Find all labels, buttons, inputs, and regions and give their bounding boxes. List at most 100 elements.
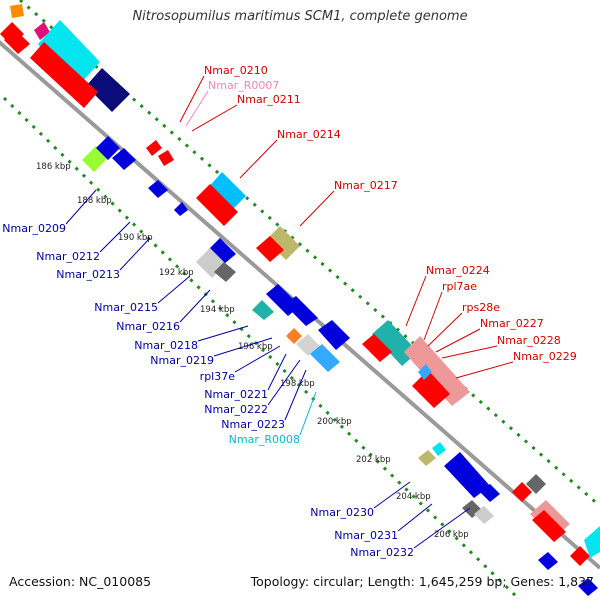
gene-leader-line xyxy=(441,345,498,359)
gene-arrow-teal xyxy=(252,300,274,320)
gene-arrow-magenta xyxy=(34,22,50,40)
gene-arrow-blue-11 xyxy=(578,578,598,596)
gene-leader-line xyxy=(179,75,205,123)
gene-arrow-darkgrey xyxy=(214,262,236,282)
gene-leader-line xyxy=(191,104,238,132)
gene-arrow-red-tiny xyxy=(146,140,162,156)
gene-arrow-blue-tiny xyxy=(174,202,188,216)
gene-label: Nmar_0230 xyxy=(310,506,374,519)
gene-label: Nmar_0219 xyxy=(150,354,214,367)
gene-arrow-navy xyxy=(86,68,130,112)
kbp-label: 190 kbp xyxy=(118,233,153,243)
kbp-label: 186 kbp xyxy=(36,162,71,172)
gene-leader-line xyxy=(299,391,317,436)
gene-arrow-blue-8 xyxy=(444,452,490,498)
gene-arrow-orange xyxy=(10,4,24,18)
kbp-label: 196 kbp xyxy=(238,342,273,352)
gene-arrow-blue-4 xyxy=(208,238,236,264)
gene-label: Nmar_0228 xyxy=(497,334,561,347)
gene-leader-line xyxy=(455,361,514,379)
gene-label: Nmar_0216 xyxy=(116,320,180,333)
kbp-label: 188 kbp xyxy=(77,196,112,206)
gene-leader-line xyxy=(239,139,278,179)
gene-leader-line xyxy=(413,507,471,549)
gene-arrow-red-6 xyxy=(512,482,532,502)
gene-arrow-red-5 xyxy=(412,370,450,408)
gene-arrow-cyan-small xyxy=(432,442,446,456)
genome-backbone-highlight xyxy=(0,38,600,565)
gene-label: Nmar_0218 xyxy=(134,339,198,352)
gene-arrow-pink xyxy=(404,336,470,406)
gene-leader-line xyxy=(373,481,411,509)
gene-leader-line xyxy=(397,503,433,532)
kbp-label: 192 kbp xyxy=(159,268,194,278)
gene-label: rps28e xyxy=(462,301,500,314)
gene-label: Nmar_0224 xyxy=(426,264,490,277)
gene-label: Nmar_0223 xyxy=(221,418,285,431)
gene-label: Nmar_0231 xyxy=(334,529,398,542)
gene-arrow-grey-2 xyxy=(474,506,494,524)
gene-leader-line xyxy=(213,337,273,357)
gene-arrow-red-tiny-2 xyxy=(158,150,174,166)
gene-label: Nmar_R0007 xyxy=(208,79,279,92)
gene-leader-line xyxy=(427,312,463,347)
gene-leader-line xyxy=(423,291,443,341)
gene-leader-line xyxy=(234,345,281,373)
gene-arrow-blue-10 xyxy=(538,552,558,570)
gene-arrow-lightblue xyxy=(310,344,340,372)
gene-arrow-blue-7 xyxy=(318,320,350,350)
gene-label: Nmar_0210 xyxy=(204,64,268,77)
gene-label: Nmar_0213 xyxy=(56,268,120,281)
gene-label: Nmar_R0008 xyxy=(229,433,300,446)
gene-label: Nmar_0232 xyxy=(350,546,414,559)
gene-arrow-blue-6 xyxy=(284,296,318,326)
gene-arrow-skyblue xyxy=(206,172,246,212)
gene-arrow-red-2 xyxy=(196,184,238,226)
gene-arrow-cyan-edge xyxy=(584,526,600,558)
gene-arrow-blue-3 xyxy=(148,180,168,198)
kbp-label: 202 kbp xyxy=(356,455,391,465)
gene-leader-line xyxy=(267,353,287,391)
topology-text: Topology: circular; Length: 1,645,259 bp… xyxy=(250,574,594,589)
gene-label: Nmar_0221 xyxy=(204,388,268,401)
gene-arrow-red-3 xyxy=(256,236,284,262)
gene-label: rpl7ae xyxy=(442,280,477,293)
kbp-label: 198 kbp xyxy=(280,379,315,389)
gene-leader-line xyxy=(65,189,97,225)
kbp-label: 204 kbp xyxy=(396,492,431,502)
gene-leader-line xyxy=(185,90,209,127)
gene-leader-line xyxy=(179,289,211,323)
outer-tick-track xyxy=(19,0,600,508)
gene-label: Nmar_0217 xyxy=(334,179,398,192)
gene-arrow-darkgrey-3 xyxy=(526,474,546,494)
gene-arrow-blue xyxy=(96,136,120,160)
gene-label: Nmar_0229 xyxy=(513,350,577,363)
gene-leader-line xyxy=(157,275,191,304)
accession-text: Accession: NC_010085 xyxy=(9,574,152,589)
gene-arrow-red-7 xyxy=(532,510,566,542)
kbp-label: 194 kbp xyxy=(200,305,235,315)
gene-leader-line xyxy=(197,325,249,342)
gene-arrow-khaki xyxy=(266,226,300,260)
gene-label: Nmar_0227 xyxy=(480,317,544,330)
gene-arrow-red-8 xyxy=(570,546,590,566)
kbp-label: 206 kbp xyxy=(434,530,469,540)
gene-arrow-red-small xyxy=(4,30,30,54)
gene-leader-line xyxy=(284,369,307,421)
gene-arrow-red-large xyxy=(30,42,98,108)
gene-arrow-silver xyxy=(296,334,320,356)
gene-arrow-khaki-2 xyxy=(418,450,436,466)
gene-label: Nmar_0214 xyxy=(277,128,341,141)
gene-label: Nmar_0215 xyxy=(94,301,158,314)
map-title: Nitrosopumilus maritimus SCM1, complete … xyxy=(132,9,468,24)
gene-leader-line xyxy=(435,328,481,353)
gene-arrow-cyan-large xyxy=(38,20,100,84)
gene-arrow-orange-2 xyxy=(286,328,302,344)
gene-leader-line xyxy=(299,190,335,227)
gene-arrow-lightblue-2 xyxy=(418,364,432,380)
gene-leader-line xyxy=(405,275,427,327)
gene-arrow-blue-2 xyxy=(112,148,136,170)
kbp-label: 200 kbp xyxy=(317,417,352,427)
